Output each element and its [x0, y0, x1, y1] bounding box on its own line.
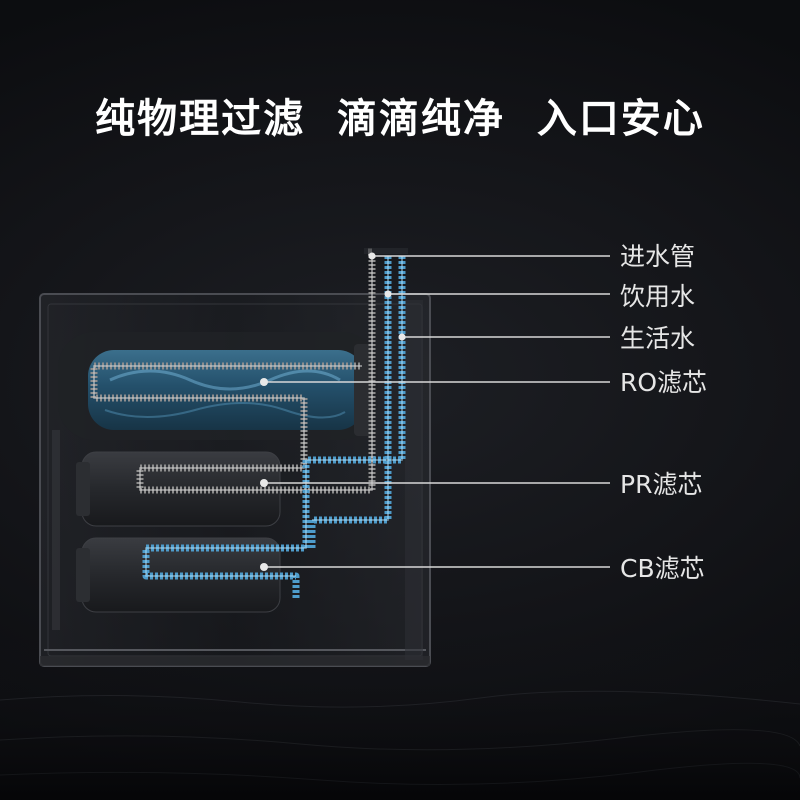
callout-household-water: 生活水 [620, 324, 696, 353]
callout-ro-filter: RO滤芯 [620, 368, 708, 397]
callout-drinking-water: 饮用水 [620, 282, 696, 311]
ro-cartridge [58, 332, 378, 440]
callout-cb-filter: CB滤芯 [620, 554, 705, 583]
callout-inlet-pipe: 进水管 [620, 242, 696, 271]
callout-pr-filter: PR滤芯 [620, 470, 703, 499]
headline: 纯物理过滤 滴滴纯净 入口安心 [95, 96, 705, 142]
callout-leaders [260, 252, 610, 571]
